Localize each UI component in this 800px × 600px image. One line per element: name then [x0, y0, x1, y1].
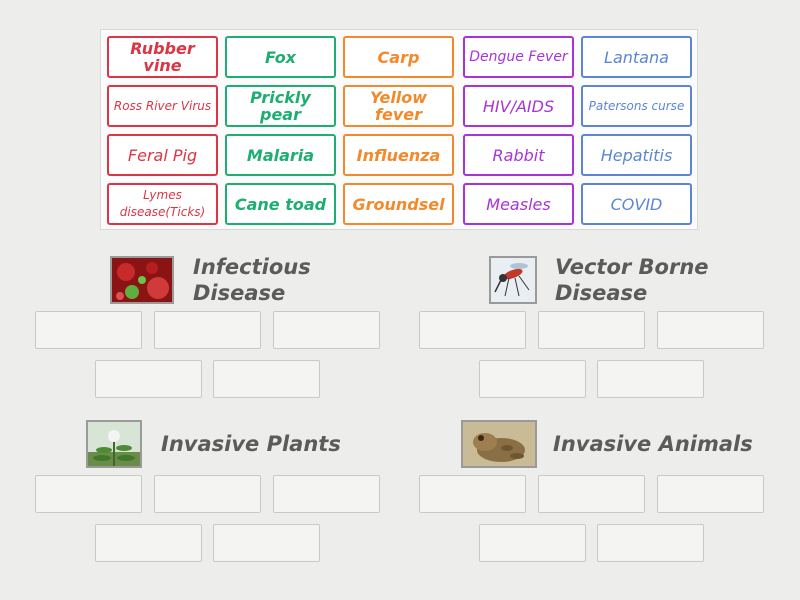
drop-slot[interactable]: [657, 475, 764, 513]
title-line: Vector Borne: [555, 255, 709, 279]
drop-slot[interactable]: [273, 311, 380, 349]
tile-label: Feral Pig: [127, 145, 198, 165]
drop-slot[interactable]: [213, 524, 320, 562]
tile-label: Groundsel: [352, 194, 445, 214]
tile-influenza[interactable]: Influenza: [343, 134, 454, 176]
tile-covid[interactable]: COVID: [581, 183, 692, 225]
drop-slot[interactable]: [273, 475, 380, 513]
tile-label: Prickly pear: [250, 88, 311, 124]
tile-malaria[interactable]: Malaria: [225, 134, 336, 176]
tile-feral-pig[interactable]: Feral Pig: [107, 134, 218, 176]
tile-carp[interactable]: Carp: [343, 36, 454, 78]
tile-hiv-aids[interactable]: HIV/AIDS: [463, 85, 574, 127]
group-title-infectious: Infectious Disease: [193, 254, 311, 306]
tile-fox[interactable]: Fox: [225, 36, 336, 78]
word-bank: Rubber vine Fox Carp Dengue Fever Lantan…: [100, 29, 698, 230]
group-title-invasive-plants: Invasive Plants: [161, 431, 341, 457]
tile-label: Influenza: [356, 145, 441, 165]
drop-slot[interactable]: [479, 360, 586, 398]
tile-patersons-curse[interactable]: Patersons curse: [581, 85, 692, 127]
title-line: Disease: [555, 281, 648, 305]
tile-hepatitis[interactable]: Hepatitis: [581, 134, 692, 176]
tile-label: Malaria: [246, 145, 315, 165]
drop-slot[interactable]: [95, 524, 202, 562]
drop-slot[interactable]: [419, 311, 526, 349]
tile-label: HIV/AIDS: [482, 96, 555, 116]
title-line: Invasive Animals: [553, 432, 753, 456]
tile-label: Fox: [265, 47, 296, 67]
tile-lantana[interactable]: Lantana: [581, 36, 692, 78]
drop-slot[interactable]: [538, 311, 645, 349]
drop-slot[interactable]: [35, 475, 142, 513]
tile-label: Cane toad: [234, 194, 327, 214]
tile-cane-toad[interactable]: Cane toad: [225, 183, 336, 225]
drop-slot[interactable]: [538, 475, 645, 513]
tile-label: Rabbit: [492, 145, 545, 165]
tile-label: Patersons curse: [588, 98, 685, 113]
tile-lymes-disease[interactable]: Lymes disease(Ticks): [107, 183, 218, 225]
tile-label: Yellow fever: [369, 88, 428, 124]
tile-label: Rubber vine: [130, 39, 195, 75]
tile-ross-river-virus[interactable]: Ross River Virus: [107, 85, 218, 127]
drop-slot[interactable]: [95, 360, 202, 398]
drop-slot[interactable]: [597, 524, 704, 562]
tile-label: Carp: [377, 47, 420, 67]
tile-label: Lantana: [604, 47, 669, 67]
mosquito-image: [489, 256, 537, 304]
drop-slot[interactable]: [597, 360, 704, 398]
tile-measles[interactable]: Measles: [463, 183, 574, 225]
drop-slot[interactable]: [35, 311, 142, 349]
title-line: Invasive Plants: [161, 432, 341, 456]
tile-label: COVID: [610, 194, 663, 214]
drop-slot[interactable]: [154, 311, 261, 349]
title-line: Disease: [193, 281, 286, 305]
tile-label: Ross River Virus: [113, 98, 212, 113]
tile-groundsel[interactable]: Groundsel: [343, 183, 454, 225]
tile-label: Lymes disease(Ticks): [119, 188, 206, 219]
plant-image: [86, 420, 142, 468]
tile-label: Measles: [486, 194, 551, 214]
group-title-invasive-animals: Invasive Animals: [553, 431, 753, 457]
tile-rabbit[interactable]: Rabbit: [463, 134, 574, 176]
cane-toad-image: [461, 420, 537, 468]
tile-label: Hepatitis: [600, 145, 673, 165]
drop-slot[interactable]: [213, 360, 320, 398]
group-title-vector-borne: Vector Borne Disease: [555, 254, 709, 306]
tile-yellow-fever[interactable]: Yellow fever: [343, 85, 454, 127]
tile-dengue-fever[interactable]: Dengue Fever: [463, 36, 574, 78]
virus-cells-image: [110, 256, 174, 304]
drop-slot[interactable]: [479, 524, 586, 562]
tile-rubber-vine[interactable]: Rubber vine: [107, 36, 218, 78]
title-line: Infectious: [193, 255, 311, 279]
tile-label: Dengue Fever: [469, 48, 568, 65]
tile-prickly-pear[interactable]: Prickly pear: [225, 85, 336, 127]
drop-slot[interactable]: [657, 311, 764, 349]
drop-slot[interactable]: [419, 475, 526, 513]
drop-slot[interactable]: [154, 475, 261, 513]
